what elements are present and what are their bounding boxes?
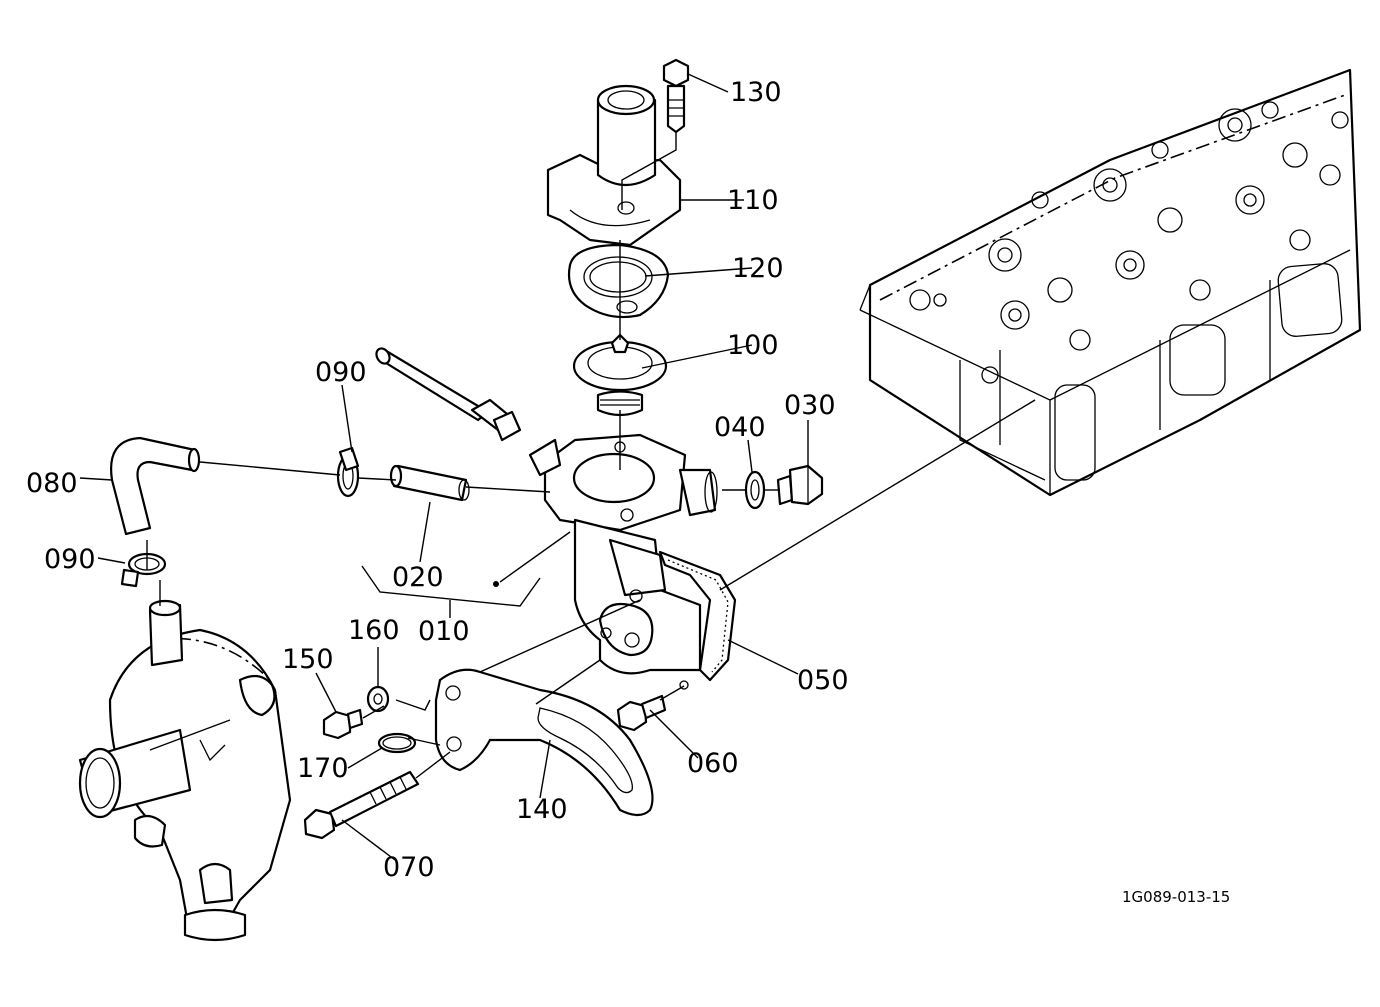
bolt-130: [662, 58, 690, 134]
bracket-140: [434, 668, 654, 817]
callout-170: 170: [297, 753, 349, 784]
thermostat-cover-110: [546, 84, 682, 247]
plug-030: [776, 464, 824, 506]
callout-150: 150: [282, 644, 334, 675]
thermostat-100: [572, 333, 668, 417]
callout-130: 130: [730, 77, 782, 108]
clamp-090-upper: [336, 446, 360, 498]
thermostat-housing-010: [528, 433, 718, 690]
washer-040: [744, 470, 766, 510]
callout-060: 060: [687, 748, 739, 779]
callout-080: 080: [26, 468, 78, 499]
callout-010: 010: [418, 616, 470, 647]
gasket-050: [658, 550, 737, 682]
bolt-060: [616, 694, 667, 732]
clamp-090-lower: [120, 552, 167, 588]
callout-050: 050: [797, 665, 849, 696]
bypass-pipe: [375, 347, 522, 442]
gasket-120: [567, 243, 670, 319]
callout-020: 020: [392, 562, 444, 593]
bolt-070: [303, 770, 420, 840]
callout-070: 070: [383, 852, 435, 883]
bolt-150: [322, 708, 364, 740]
callout-140: 140: [516, 794, 568, 825]
drawing-reference-number: 1G089-013-15: [1122, 888, 1230, 906]
oring-170: [377, 732, 417, 754]
callout-040: 040: [714, 412, 766, 443]
pipe-020: [389, 464, 470, 502]
callout-leaders: [79, 73, 809, 861]
callout-100: 100: [727, 330, 779, 361]
callout-090-upper: 090: [315, 357, 367, 388]
callout-120: 120: [732, 253, 784, 284]
callout-160: 160: [348, 615, 400, 646]
callout-labels: 130 110 120 100 090 080 090 020 010 040 …: [26, 77, 1230, 906]
assembly-lines: [146, 132, 1036, 779]
callout-110: 110: [727, 185, 779, 216]
hose-080: [110, 436, 201, 536]
washer-160: [366, 685, 390, 713]
callout-090-lower: 090: [44, 544, 96, 575]
water-pump: [78, 599, 292, 942]
cylinder-head: [859, 68, 1362, 497]
callout-030: 030: [784, 390, 836, 421]
